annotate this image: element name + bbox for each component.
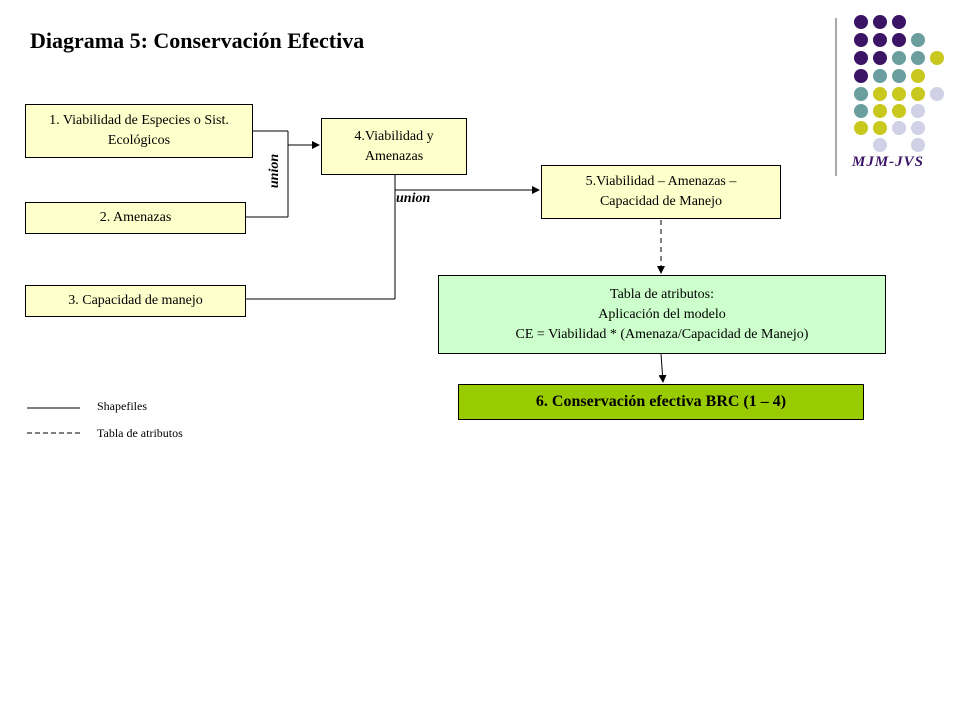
box-tabla-atributos: Tabla de atributos: Aplicación del model… (438, 275, 886, 354)
box-capacidad-manejo: 3. Capacidad de manejo (25, 285, 246, 317)
logo-dot (854, 51, 868, 65)
logo-dot (873, 51, 887, 65)
logo-text: MJM-JVS (852, 154, 925, 170)
logo-dot (930, 87, 944, 101)
logo-dot (854, 87, 868, 101)
box-amenazas: 2. Amenazas (25, 202, 246, 234)
union-label-horizontal: union (396, 191, 431, 206)
tabla-line-3: CE = Viabilidad * (Amenaza/Capacidad de … (515, 326, 809, 342)
box-viabilidad-especies-label: 1. Viabilidad de Especies o Sist. Ecológ… (49, 113, 229, 148)
logo-dot (911, 69, 925, 83)
logo-dot (873, 87, 887, 101)
logo-dot (892, 104, 906, 118)
logo-dot (854, 104, 868, 118)
logo-dot (911, 33, 925, 47)
logo-dot (911, 87, 925, 101)
page-title: Diagrama 5: Conservación Efectiva (30, 28, 365, 53)
legend-tabla-atributos: Tabla de atributos (97, 426, 183, 440)
legend-shapefiles: Shapefiles (97, 399, 147, 413)
box-amenazas-label: 2. Amenazas (99, 210, 172, 225)
union-label-vertical: union (267, 153, 282, 189)
logo-dot (892, 15, 906, 29)
logo-dot (873, 121, 887, 135)
logo-dot (854, 121, 868, 135)
tabla-line-2: Aplicación del modelo (598, 306, 726, 322)
box-viabilidad-especies: 1. Viabilidad de Especies o Sist. Ecológ… (25, 104, 253, 158)
box-viabilidad-amenazas-capacidad: 5.Viabilidad – Amenazas – Capacidad de M… (541, 165, 781, 219)
box-viabilidad-amenazas-label: 4.Viabilidad y Amenazas (354, 128, 434, 164)
logo-dot (892, 87, 906, 101)
box-conservacion-efectiva: 6. Conservación efectiva BRC (1 – 4) (458, 384, 864, 420)
line-tabla-to-b6 (658, 353, 667, 383)
tabla-line-1: Tabla de atributos: (610, 286, 714, 302)
logo-dot (892, 33, 906, 47)
logo-dot (911, 51, 925, 65)
logo-dot (911, 138, 925, 152)
box-capacidad-manejo-label: 3. Capacidad de manejo (68, 293, 203, 308)
logo-dot (873, 138, 887, 152)
logo-dot (892, 69, 906, 83)
logo-dot (930, 51, 944, 65)
logo-dot (911, 104, 925, 118)
logo-dot (892, 51, 906, 65)
logo-dot (854, 69, 868, 83)
logo-dot (873, 104, 887, 118)
logo-dot (892, 121, 906, 135)
logo-dot (911, 121, 925, 135)
logo-dot (873, 69, 887, 83)
logo-dot (873, 33, 887, 47)
box-viabilidad-amenazas: 4.Viabilidad y Amenazas (321, 118, 467, 175)
logo-dot (854, 33, 868, 47)
box-conservacion-efectiva-label: 6. Conservación efectiva BRC (1 – 4) (535, 393, 787, 410)
logo-dot (854, 15, 868, 29)
logo-dot (873, 15, 887, 29)
box-viabilidad-amenazas-capacidad-label: 5.Viabilidad – Amenazas – Capacidad de M… (585, 174, 737, 209)
